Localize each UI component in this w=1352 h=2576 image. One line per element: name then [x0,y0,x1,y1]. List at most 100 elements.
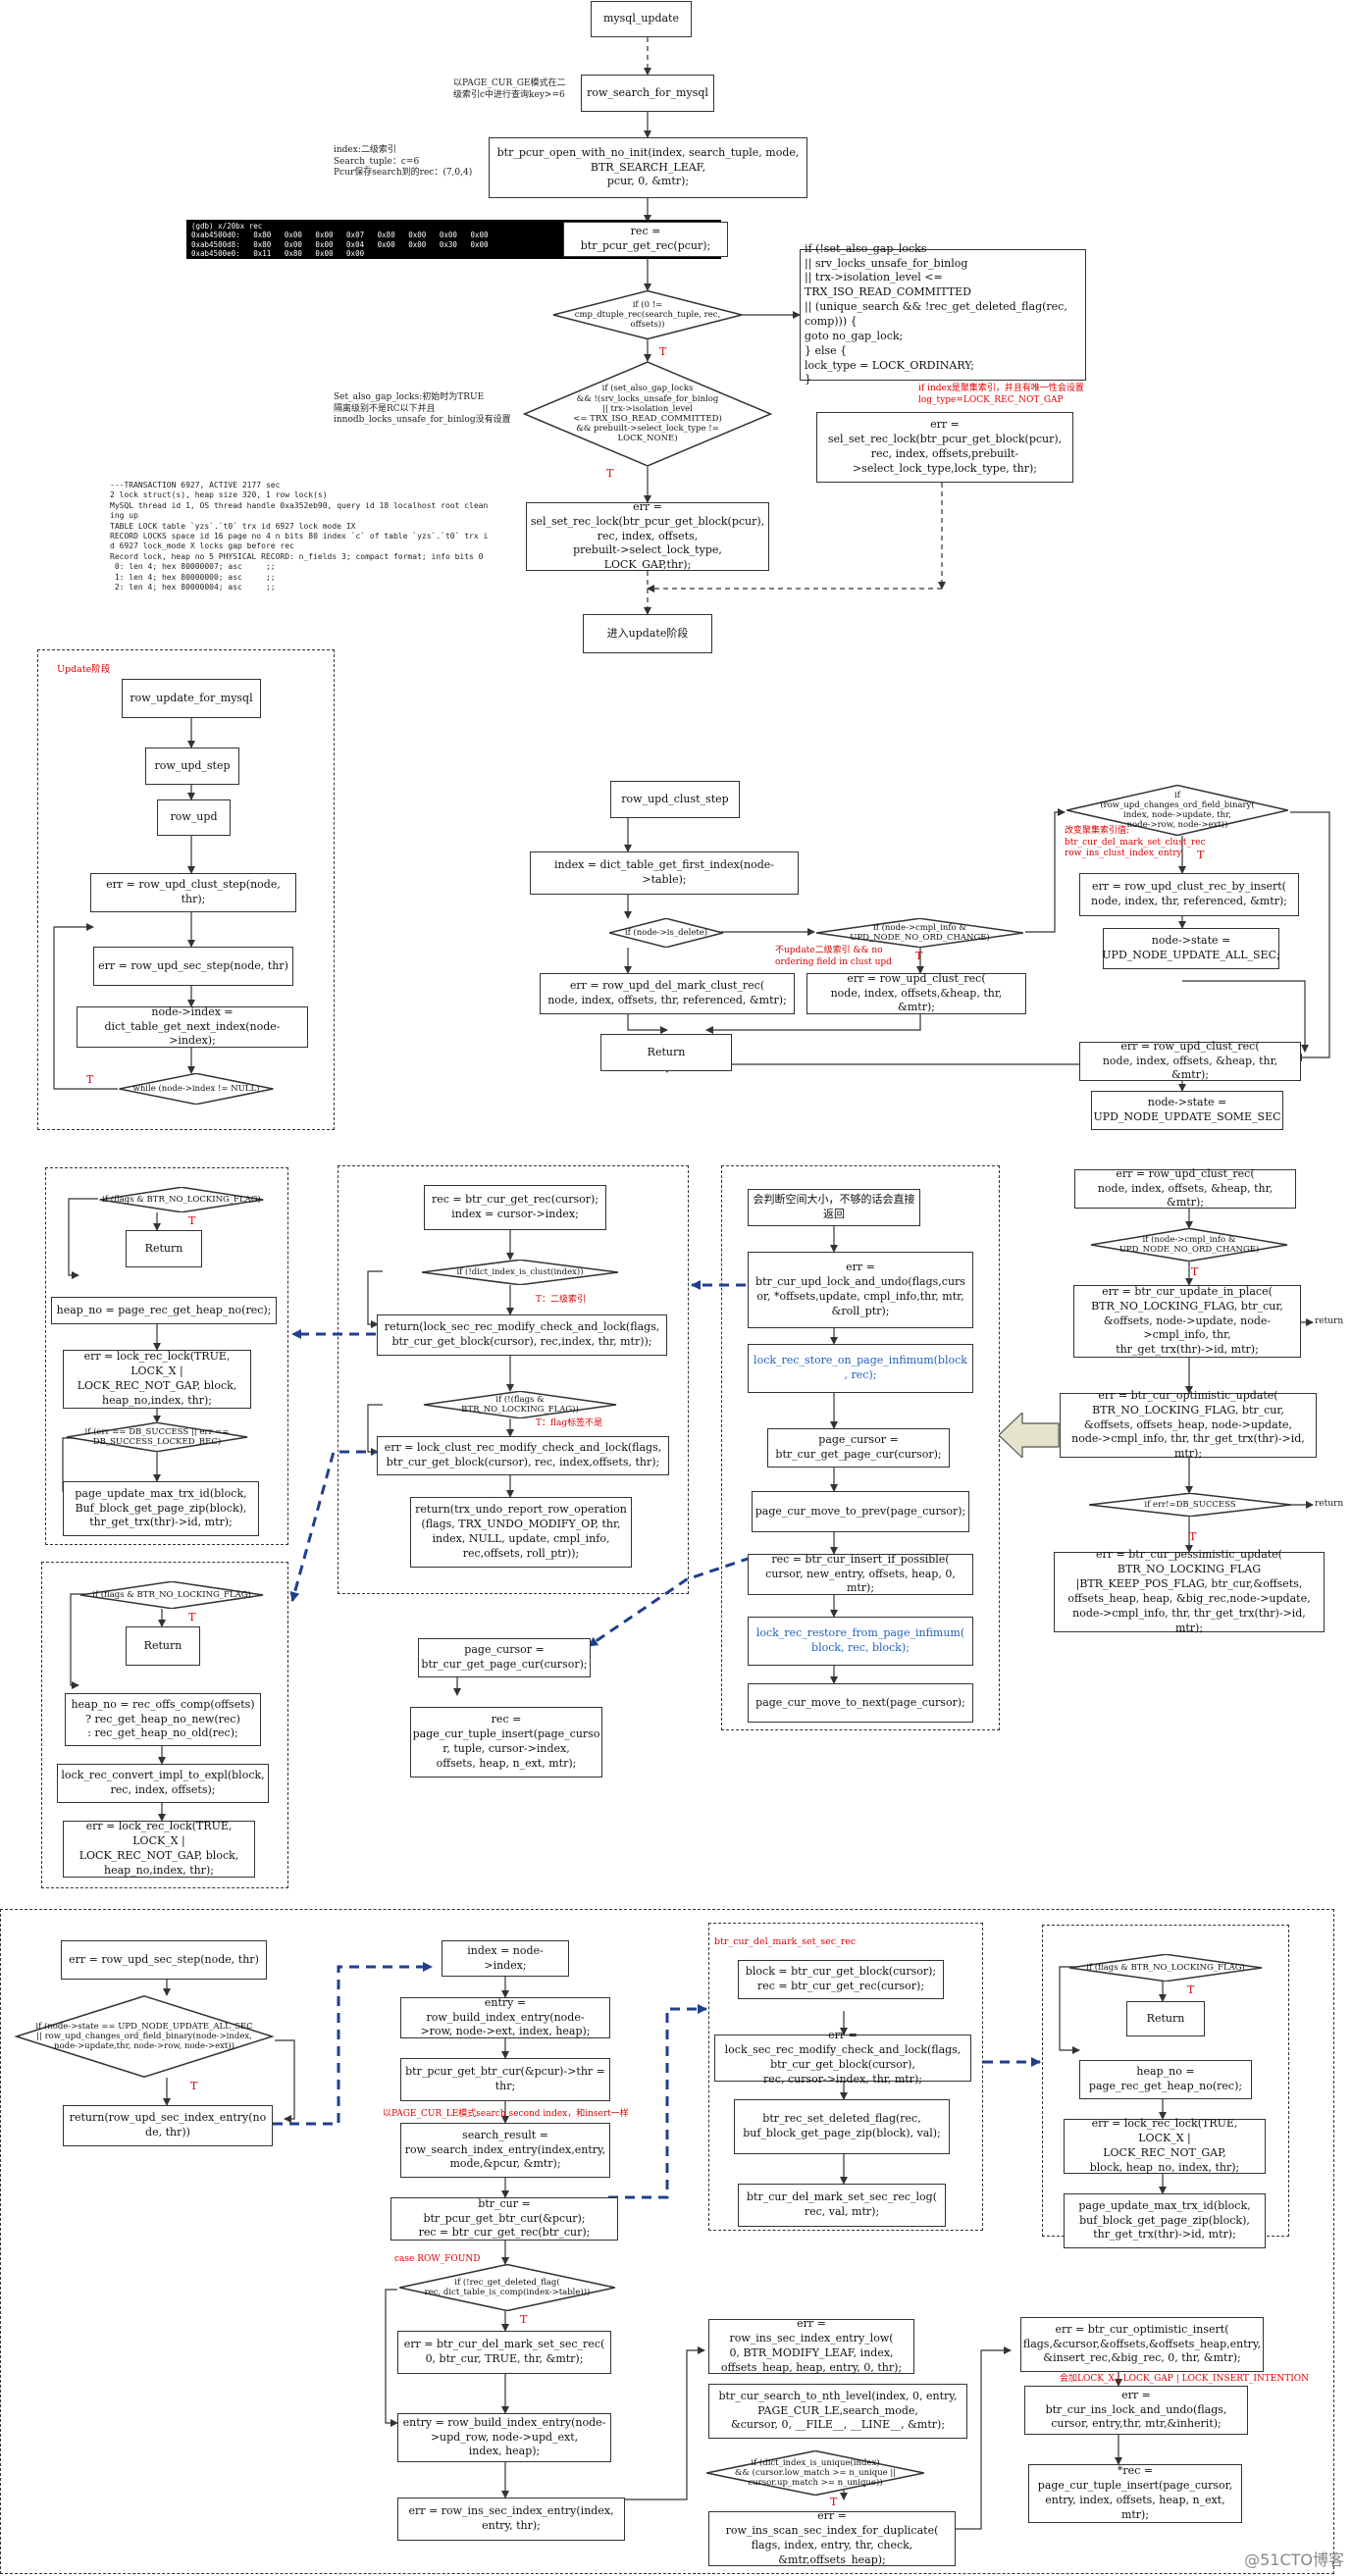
note-page-cur-le: 以PAGE_CUR_LE模式search second index，和inser… [383,2109,629,2119]
decision-while-index: while (node->index != NULL) [118,1073,275,1105]
t-label: T [1191,1265,1199,1278]
node-clust-rec-by-insert: err = row_upd_clust_rec_by_insert( node,… [1079,873,1299,916]
node-restore-from-infimum: lock_rec_restore_from_page_infimum( bloc… [748,1617,973,1666]
flow-edge [947,2346,1012,2530]
node-cur-get-rec: rec = btr_cur_get_rec(cursor); index = c… [424,1185,606,1230]
note-t-sec-index: T：二级索引 [536,1295,587,1305]
flow-edge [1182,980,1309,1053]
node-tuple-insert-b: *rec = page_cur_tuple_insert(page_cursor… [1028,2464,1242,2523]
decision-state-cond: if (node->state == UPD_NODE_UPDATE_ALL_S… [14,1995,275,2078]
group-del-mark-sec-rec [708,1923,983,2231]
node-heap-no-a: heap_no = page_rec_get_heap_no(rec); [51,1297,277,1324]
node-pcur-get-btr-cur-a: btr_pcur_get_btr_cur(&pcur)->thr = thr; [400,2058,610,2101]
note-insert-intention: 会加LOCK_X | LOCK_GAP | LOCK_INSERT_INTENT… [1060,2374,1310,2384]
node-move-to-next: page_cur_move_to_next(page_cursor); [748,1683,973,1723]
flow-edge [1025,808,1066,933]
group-lock-and-undo [338,1165,689,1594]
node-pessimistic-update: err = btr_cur_pessimistic_update( BTR_NO… [1054,1548,1325,1634]
sec-check-lock-text: return(lock_sec_rec_modify_check_and_loc… [384,1320,660,1348]
flow-edge [625,2346,705,2500]
decision-flags-check-b: if (flags & BTR_NO_LOCKING_FLAG) [78,1581,265,1609]
t-label: T [86,1073,94,1086]
group-optimistic-update [721,1165,1000,1730]
node-lock-rec-lock-c: err = lock_rec_lock(TRUE, LOCK_X | LOCK_… [1064,2117,1266,2174]
node-heap-no-b: heap_no = rec_offs_comp(offsets) ? rec_g… [65,1693,261,1746]
flow-edge [385,2289,398,2427]
node-return-a: Return [600,1034,732,1071]
decision-flags-check-a: if (flags & BTR_NO_LOCKING_FLAG) [98,1187,265,1212]
node-dict-first-index: index = dict_table_get_first_index(node-… [530,851,799,895]
node-upd-clust-rec-c: err = row_upd_clust_rec( node, index, of… [1074,1167,1296,1209]
flow-edge [68,1198,98,1279]
decision-deleted-flag: if (!rec_get_deleted_flag( rec, dict_tab… [397,2264,617,2311]
node-sec-index-entry: return(row_upd_sec_index_entry(no de, th… [63,2105,273,2146]
node-return-d: Return [1126,2001,1205,2036]
node-sec-check-lock: return(lock_sec_rec_modify_check_and_loc… [377,1314,667,1356]
node-search-to-nth: btr_cur_search_to_nth_level(index, 0, en… [708,2384,967,2439]
node-mysql-update: mysql_update [591,1,692,37]
decision-cmpl-info-b: if (node->cmpl_info & UPD_NODE_NO_ORD_CH… [1089,1228,1289,1262]
node-sel-set-rec-lock-gap: err = sel_set_rec_lock(btr_pcur_get_bloc… [526,500,769,571]
node-row-search-for-mysql: row_search_for_mysql [581,75,714,112]
t-label: T [1197,849,1205,861]
node-btr-pcur-open: btr_pcur_open_with_no_init(index, search… [489,137,807,198]
node-lock-rec-lock-b: err = lock_rec_lock(TRUE, LOCK_X | LOCK_… [63,1820,255,1878]
note-page-cur-ge: 以PAGE_CUR_GE模式在二 级索引c中进行查询key>=6 [453,78,566,100]
t-label: T [1187,1984,1195,1996]
node-enter-update: 进入update阶段 [583,614,712,653]
t-label: T [659,345,667,358]
node-impl-to-expl: lock_rec_convert_impl_to_expl(block, rec… [57,1764,269,1803]
t-label: T [606,467,614,480]
node-lock-and-undo: err = btr_cur_upd_lock_and_undo(flags,cu… [748,1252,973,1328]
group-lock-sec-rec [41,1562,288,1888]
node-state-all-sec: node->state = UPD_NODE_UPDATE_ALL_SEC; [1102,928,1280,969]
flow-edge [608,2004,707,2199]
node-store-on-infimum: lock_rec_store_on_page_infimum(block , r… [748,1344,973,1393]
t-label: T [190,2080,198,2092]
node-return-c: Return [126,1626,200,1666]
node-state-some-sec: node->state = UPD_NODE_UPDATE_SOME_SEC [1091,1091,1283,1130]
node-row-upd-step: row_upd_step [145,747,239,785]
node-update-in-place: err = btr_cur_update_in_place( BTR_NO_LO… [1073,1285,1301,1358]
note-row-found: case ROW_FOUND [394,2254,481,2264]
t-label: T [915,950,923,962]
flow-edge [289,1450,383,1602]
decision-is-delete: if (node->is_delete) [608,918,724,948]
lock-rec-lock-a-text: err = lock_rec_lock(TRUE, LOCK_X | LOCK_… [77,1350,237,1407]
node-optimistic-insert: err = btr_cur_optimistic_insert( flags,&… [1020,2317,1264,2372]
node-index-eq: index = node->index; [442,1940,569,1977]
flow-edge [367,1270,383,1328]
node-upd-clust-rec-b: err = row_upd_clust_rec( node, index, of… [1079,1040,1301,1081]
node-ins-sec-entry-low: err = row_ins_sec_index_entry_low( 0, BT… [708,2317,914,2374]
flow-edge [1290,811,1330,1061]
node-optimistic-update: err = btr_cur_optimistic_update( BTR_NO_… [1060,1389,1317,1460]
node-block-rec: block = btr_cur_get_block(cursor); rec =… [738,1960,944,1999]
decision-no-locking-flag-a: if (!(flags & BTR_NO_LOCKING_FLAG)) [422,1391,618,1418]
node-row-upd-clust-step: row_upd_clust_step [610,781,740,818]
note-gap-locks: Set_also_gap_locks:初始时为TRUE 隔离级别不是RC以下并且… [334,392,511,426]
node-del-mark-sec-call: err = btr_cur_del_mark_set_sec_rec( 0, b… [397,2331,611,2374]
note-no-update-sec: 不update二级索引 && no ordering field in clus… [775,946,892,967]
decision-is-clust: if (!dict_index_is_clust(index)) [420,1260,620,1285]
note-search-params: index:二级索引 Search_tuple：c=6 Pcur保存search… [334,145,473,179]
node-return-b: Return [126,1230,202,1267]
node-page-cursor-a: page_cursor = btr_cur_get_page_cur(curso… [767,1428,950,1468]
big-arrow-left [998,1411,1060,1462]
label-del-mark-sec-rec: btr_cur_del_mark_set_sec_rec [714,1936,857,1947]
note-return-2: return [1315,1499,1344,1509]
group-lock-clust-rec [45,1167,288,1545]
node-set-deleted-flag: btr_rec_set_deleted_flag(rec, buf_block_… [734,2099,950,2154]
node-sec-check-lock-b: err = lock_sec_rec_modify_check_and_lock… [714,2029,971,2086]
note-ord-change: 改变聚集索引值: btr_cur_del_mark_set_clust_rec … [1065,826,1206,859]
flow-edge [705,1014,921,1034]
note-return-1: return [1315,1316,1344,1326]
node-row-upd: row_upd [157,799,231,836]
transaction-dump: ---TRANSACTION 6927, ACTIVE 2177 sec 2 l… [110,481,489,592]
node-tuple-insert-a: rec = page_cur_tuple_insert(page_curso r… [410,1707,602,1777]
decision-if-success: if err!=DB_SUCCESS [1087,1493,1293,1517]
decision-cmp-dtuple-rec: if (0 != cmp_dtuple_rec(search_tuple, re… [551,290,744,339]
flow-edge [273,1962,433,2126]
decision-unique-cond: if (dict_index_is_unique(index) && (curs… [704,2450,926,2496]
group-sec-step [0,1909,1334,2574]
decision-gap-lock-cond: if (set_also_gap_locks && !(srv_locks_un… [522,361,773,467]
